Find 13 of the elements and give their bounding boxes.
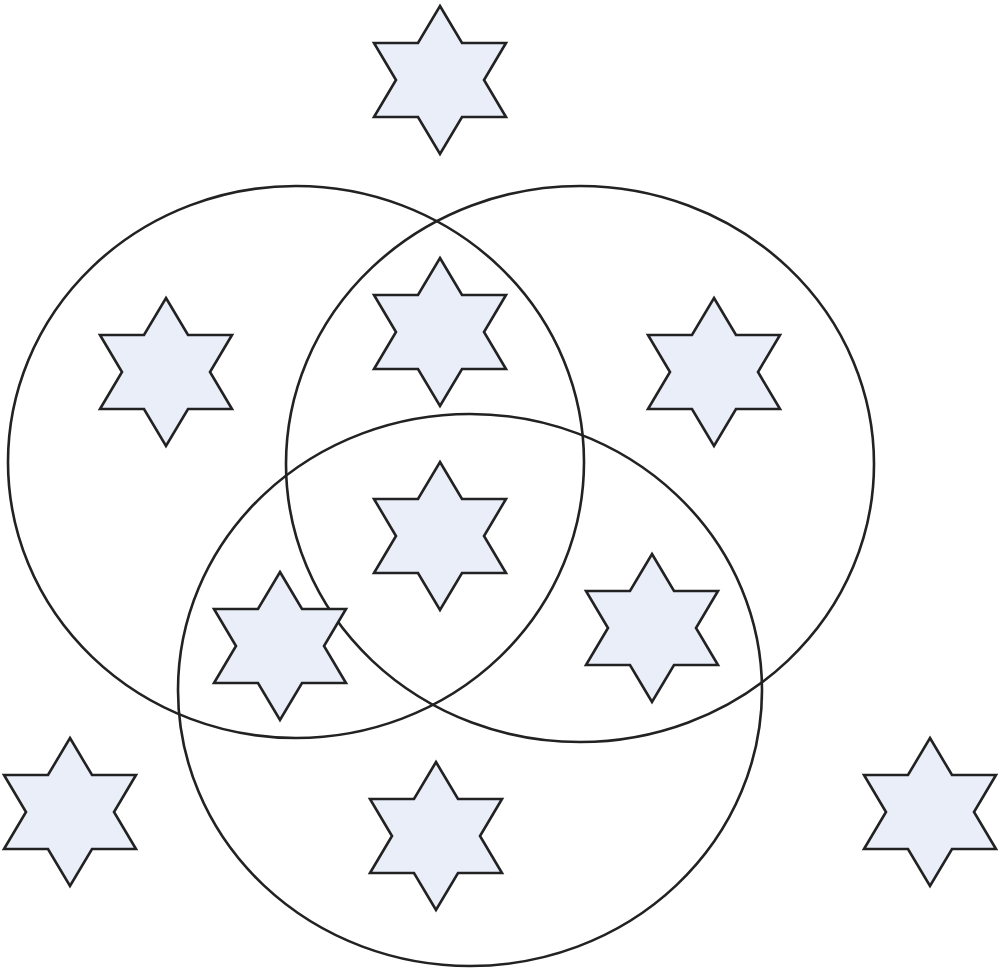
star-shape [374, 258, 506, 406]
venn-circle [284, 184, 876, 744]
venn-circle [6, 184, 586, 740]
star-shape [864, 738, 996, 886]
star-shape [374, 462, 506, 610]
venn-circle [176, 412, 764, 968]
star-shape [4, 738, 136, 886]
star-shape [374, 6, 506, 154]
star-shape [214, 572, 346, 720]
star-shape [648, 298, 780, 446]
star-shape [100, 298, 232, 446]
star-shape [370, 762, 502, 910]
star-shape [586, 554, 718, 702]
